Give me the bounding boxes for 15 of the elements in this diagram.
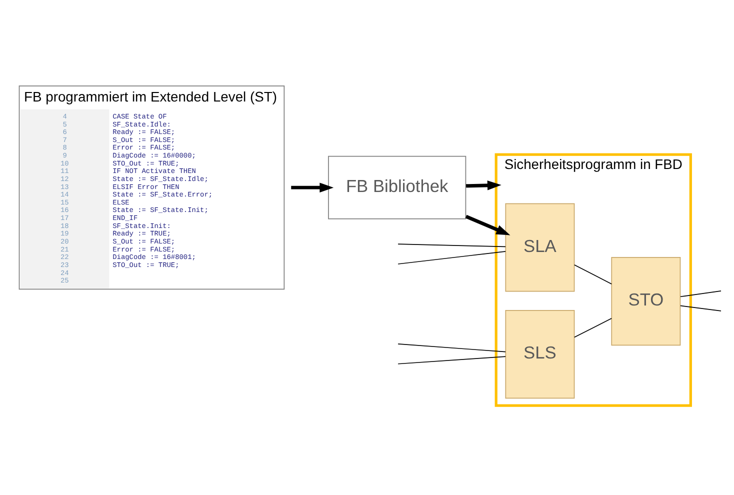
node-box: FB Bibliothek: [328, 156, 466, 220]
connector: [398, 343, 506, 352]
arrow: [465, 214, 510, 236]
node-box: SLA: [505, 203, 575, 292]
arrow: [466, 180, 502, 190]
connector: [398, 356, 506, 364]
connector: [680, 305, 722, 312]
connector: [574, 318, 612, 338]
connector: [398, 244, 506, 248]
node-box: STO: [611, 257, 681, 346]
connector: [574, 264, 612, 284]
connector: [398, 251, 506, 264]
arrow: [291, 182, 334, 192]
node-box: SLS: [505, 310, 575, 399]
connector: [680, 290, 722, 298]
